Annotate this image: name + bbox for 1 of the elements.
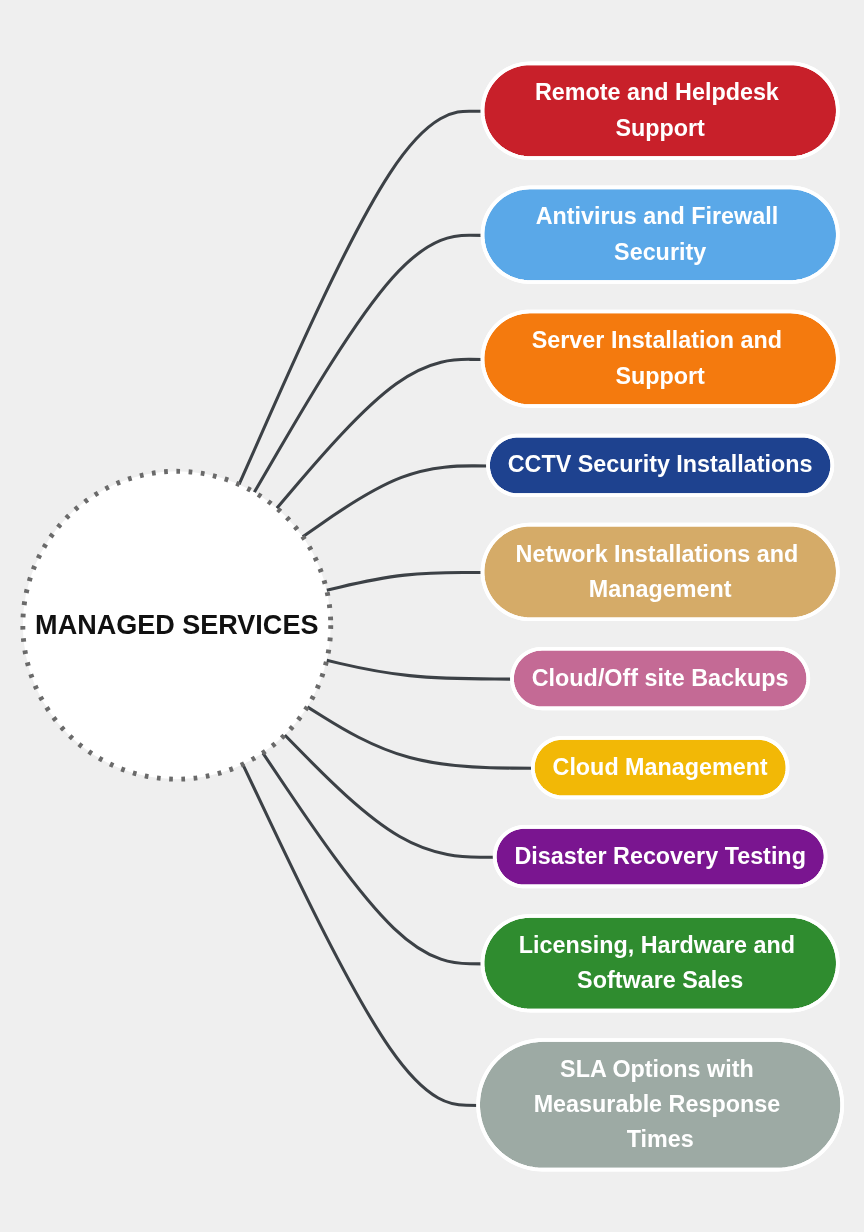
node-circle: MANAGED SERVICES bbox=[19, 468, 333, 782]
